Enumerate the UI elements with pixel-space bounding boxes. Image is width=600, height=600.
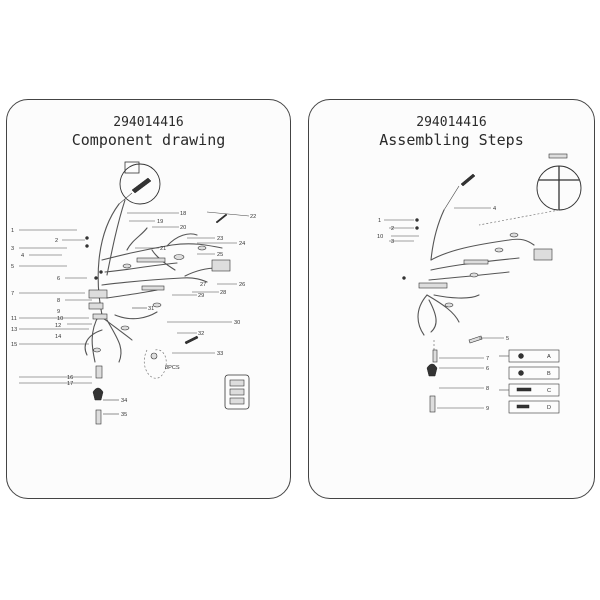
- part-label: 31: [148, 306, 154, 312]
- label-leaders: [384, 207, 504, 409]
- step-box: [508, 383, 560, 397]
- part-label: 11: [11, 316, 17, 322]
- part-label: 34: [121, 398, 127, 404]
- ceiling-mount-detail: [478, 153, 582, 226]
- part-label: 4: [21, 253, 24, 259]
- part-label: 10: [57, 316, 63, 322]
- step-box: [508, 366, 560, 380]
- part-label: 29: [198, 293, 204, 299]
- part-label: 35: [121, 412, 127, 418]
- step-label: A: [547, 354, 551, 360]
- part-label: 10: [377, 234, 383, 240]
- part-label: 1: [11, 228, 14, 234]
- part-label: 15: [11, 342, 17, 348]
- part-label: 5: [11, 264, 14, 270]
- part-label: 1: [378, 218, 381, 224]
- part-label: 25: [217, 252, 223, 258]
- bulb-detail-circle: [118, 161, 161, 205]
- part-label: 23: [217, 236, 223, 242]
- part-label: 14: [55, 334, 61, 340]
- step-label: D: [547, 405, 551, 411]
- assembled-fixture: [402, 209, 553, 413]
- part-label: 17: [67, 381, 73, 387]
- part-label: 26: [239, 282, 245, 288]
- part-label: 2: [55, 238, 58, 244]
- part-label: 3: [11, 246, 14, 252]
- part-label: 16: [67, 375, 73, 381]
- part-label: 30: [234, 320, 240, 326]
- part-label: 24: [239, 241, 245, 247]
- part-label: 32: [198, 331, 204, 337]
- step-label: C: [547, 388, 551, 394]
- part-label: 21: [160, 246, 166, 252]
- part-label: 7: [486, 356, 489, 362]
- part-label: 3: [391, 239, 394, 245]
- part-labels: 1 2 3 4 5 6 7 8 9 10: [377, 206, 509, 412]
- quantity-note: 8PCS: [165, 365, 180, 371]
- part-label: 8: [57, 298, 60, 304]
- label-leaders: [19, 211, 250, 415]
- part-labels: 1 2 3 4 5 6 7 8 9 10 11 12 13 14 15 16 1…: [11, 211, 256, 418]
- part-label: 2: [391, 226, 394, 232]
- bulb-detail: [443, 173, 476, 211]
- part-label: 18: [180, 211, 186, 217]
- part-label: 8: [486, 386, 489, 392]
- part-label: 12: [55, 323, 61, 329]
- step-box: [508, 400, 560, 414]
- part-label: 13: [11, 327, 17, 333]
- step-box: [508, 349, 560, 363]
- component-drawing-panel: 294014416 Component drawing: [6, 99, 291, 499]
- component-diagram: 1 2 3 4 5 6 7 8 9 10 11 12 13 14 15 16 1…: [11, 161, 256, 425]
- branch-fixture: [84, 199, 250, 425]
- assembling-steps-panel: 294014416 Assembling Steps: [308, 99, 595, 499]
- left-panel-title: Component drawing: [71, 131, 226, 149]
- part-label: 4: [493, 206, 496, 212]
- part-label: 20: [180, 225, 186, 231]
- part-label: 6: [486, 366, 489, 372]
- part-label: 28: [220, 290, 226, 296]
- assembly-steps: A B C D: [499, 349, 560, 414]
- step-label: B: [547, 371, 551, 377]
- part-label: 9: [57, 309, 60, 315]
- right-product-code: 294014416: [416, 115, 487, 130]
- part-label: 5: [506, 336, 509, 342]
- right-panel-title: Assembling Steps: [379, 131, 524, 149]
- part-label: 33: [217, 351, 223, 357]
- part-label: 27: [200, 282, 206, 288]
- left-product-code: 294014416: [113, 115, 184, 130]
- part-label: 19: [157, 219, 163, 225]
- part-label: 9: [486, 406, 489, 412]
- part-label: 6: [57, 276, 60, 282]
- part-label: 7: [11, 291, 14, 297]
- part-label: 22: [250, 214, 256, 220]
- assembly-diagram: A B C D 1 2 3 4 5 6 7 8 9: [377, 153, 582, 414]
